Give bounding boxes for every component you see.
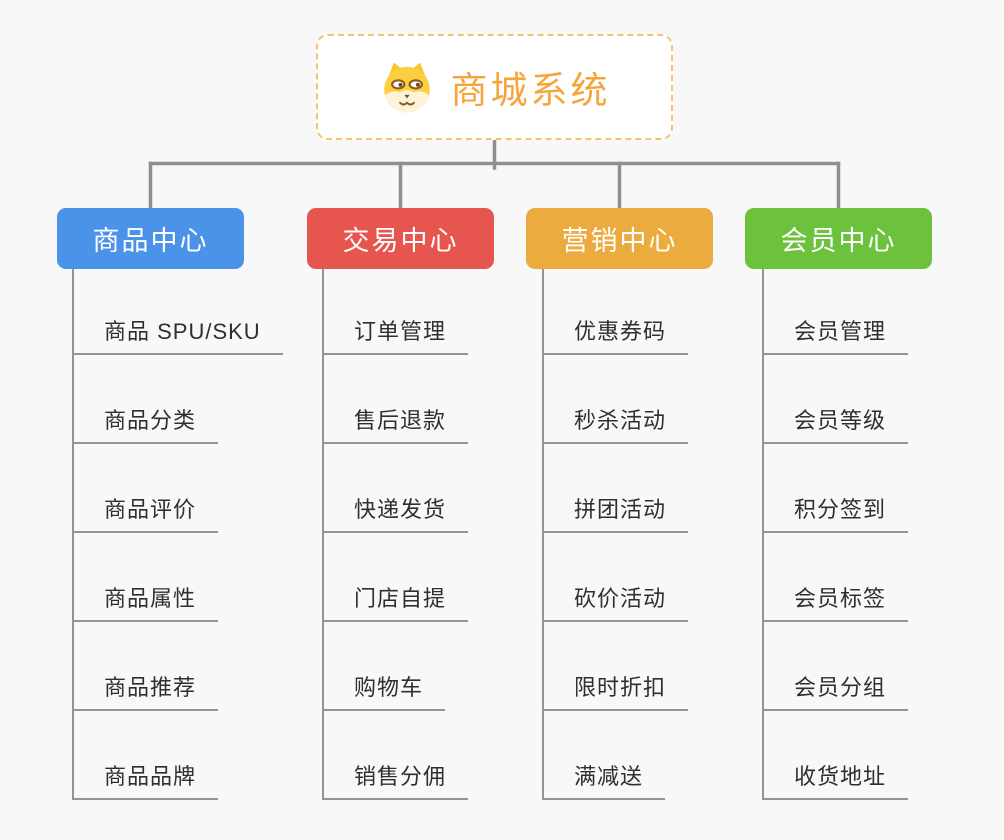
branch-node-member-center[interactable]: 会员中心	[745, 208, 932, 269]
leaf-node[interactable]: 商品推荐	[72, 674, 219, 711]
branch-label: 商品中心	[92, 226, 209, 256]
shiba-dog-icon	[383, 62, 430, 113]
leaf-node[interactable]: 积分签到	[762, 496, 909, 533]
leaf-node[interactable]: 优惠券码	[542, 318, 689, 355]
leaf-node[interactable]: 砍价活动	[542, 585, 689, 622]
leaf-node[interactable]: 满减送	[542, 763, 666, 800]
leaf-node[interactable]: 订单管理	[322, 318, 469, 355]
leaf-node[interactable]: 快递发货	[322, 496, 469, 533]
leaf-node[interactable]: 收货地址	[762, 763, 909, 800]
leaf-node[interactable]: 商品属性	[72, 585, 219, 622]
branch-label: 交易中心	[342, 226, 459, 256]
leaf-node[interactable]: 商品分类	[72, 407, 219, 444]
branch-trunk-line	[762, 269, 764, 800]
leaf-node[interactable]: 拼团活动	[542, 496, 689, 533]
leaf-node[interactable]: 商品 SPU/SKU	[72, 318, 283, 355]
branch-label: 营销中心	[561, 226, 678, 256]
branch-node-product-center[interactable]: 商品中心	[57, 208, 244, 269]
leaf-node[interactable]: 商品品牌	[72, 763, 219, 800]
branch-trunk-line	[72, 269, 74, 800]
leaf-node[interactable]: 门店自提	[322, 585, 469, 622]
leaf-node[interactable]: 会员管理	[762, 318, 909, 355]
leaf-node[interactable]: 会员等级	[762, 407, 909, 444]
leaf-node[interactable]: 会员分组	[762, 674, 909, 711]
branch-node-marketing-center[interactable]: 营销中心	[526, 208, 713, 269]
root-node[interactable]: 商城系统	[316, 34, 673, 140]
leaf-node[interactable]: 会员标签	[762, 585, 909, 622]
branch-trunk-line	[542, 269, 544, 800]
branch-node-trade-center[interactable]: 交易中心	[307, 208, 494, 269]
branch-trunk-line	[322, 269, 324, 800]
leaf-node[interactable]: 商品评价	[72, 496, 219, 533]
root-title: 商城系统	[450, 70, 611, 111]
leaf-node[interactable]: 限时折扣	[542, 674, 689, 711]
leaf-node[interactable]: 秒杀活动	[542, 407, 689, 444]
branch-label: 会员中心	[780, 226, 897, 256]
leaf-node[interactable]: 销售分佣	[322, 763, 469, 800]
leaf-node[interactable]: 购物车	[322, 674, 446, 711]
leaf-node[interactable]: 售后退款	[322, 407, 469, 444]
